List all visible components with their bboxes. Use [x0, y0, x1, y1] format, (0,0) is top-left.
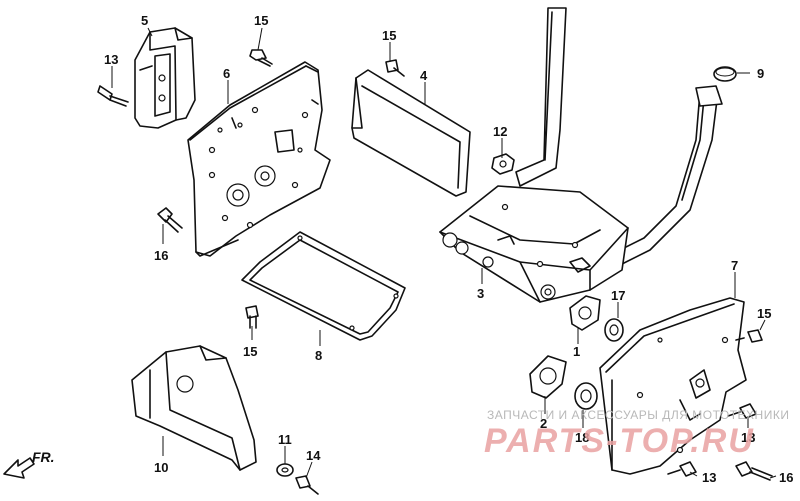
leader-lines	[111, 27, 777, 479]
callout-7: 7	[731, 258, 738, 273]
part-13-bolt-right	[727, 403, 757, 419]
part-17-gasket	[604, 318, 624, 342]
part-15-bolt-mid	[385, 59, 405, 77]
part-15-bolt-right	[735, 329, 763, 343]
part-4-plate	[351, 69, 471, 197]
callout-9: 9	[757, 66, 764, 81]
callout-16: 16	[779, 470, 793, 485]
callout-15: 15	[254, 13, 268, 28]
callout-4: 4	[420, 68, 428, 83]
callout-16: 16	[154, 248, 168, 263]
callout-13: 13	[104, 52, 118, 67]
arrow-icon	[3, 457, 35, 479]
callout-6: 6	[223, 66, 230, 81]
part-16-bolt-left	[157, 207, 183, 233]
part-15-bolt-lower	[245, 305, 259, 329]
callout-15: 15	[382, 28, 396, 43]
part-1-flange	[569, 295, 601, 331]
callout-3: 3	[477, 286, 484, 301]
callout-13: 13	[702, 470, 716, 485]
callout-13: 13	[741, 430, 755, 445]
callout-11: 11	[278, 432, 292, 447]
part-13-bolt-bottom	[667, 461, 697, 477]
part-5-bracket	[134, 27, 196, 129]
part-7-plate	[599, 297, 747, 475]
callout-14: 14	[306, 448, 321, 463]
part-8-gasket	[241, 231, 406, 341]
callout-5: 5	[141, 13, 148, 28]
callout-1: 1	[573, 344, 580, 359]
watermark-tagline: ЗАПЧАСТИ И АКСЕССУАРЫ ДЛЯ МОТОТЕХНИКИ	[487, 408, 789, 422]
callout-2: 2	[540, 416, 547, 431]
callout-12: 12	[493, 124, 507, 139]
part-9-cap	[713, 66, 737, 82]
callout-15: 15	[757, 306, 771, 321]
part-13-bolt-left	[97, 85, 129, 107]
part-2-flange	[529, 355, 567, 399]
part-10-cover	[131, 345, 257, 471]
part-3-muffler	[439, 7, 723, 303]
part-16-bolt-right	[735, 461, 773, 481]
part-14-bolt	[295, 475, 319, 495]
watermark: ЗАПЧАСТИ И АКСЕССУАРЫ ДЛЯ МОТОТЕХНИКИ PA…	[484, 408, 789, 460]
callout-17: 17	[611, 288, 625, 303]
part-18-gasket	[574, 382, 598, 410]
part-6-plate	[187, 61, 331, 257]
watermark-brand: PARTS-TOP.RU	[484, 422, 755, 460]
front-direction-indicator: FR.	[3, 449, 55, 479]
direction-label: FR.	[32, 449, 55, 465]
callout-8: 8	[315, 348, 322, 363]
part-12-nut	[491, 153, 515, 175]
callouts: 5 13 15 6 15 4 12 9 16 3 7 15 8 17 1 2 1…	[104, 13, 793, 485]
callout-18: 18	[575, 430, 589, 445]
part-11-washer	[276, 463, 294, 477]
callout-10: 10	[154, 460, 168, 475]
part-15-bolt-top	[249, 49, 273, 67]
callout-15: 15	[243, 344, 257, 359]
